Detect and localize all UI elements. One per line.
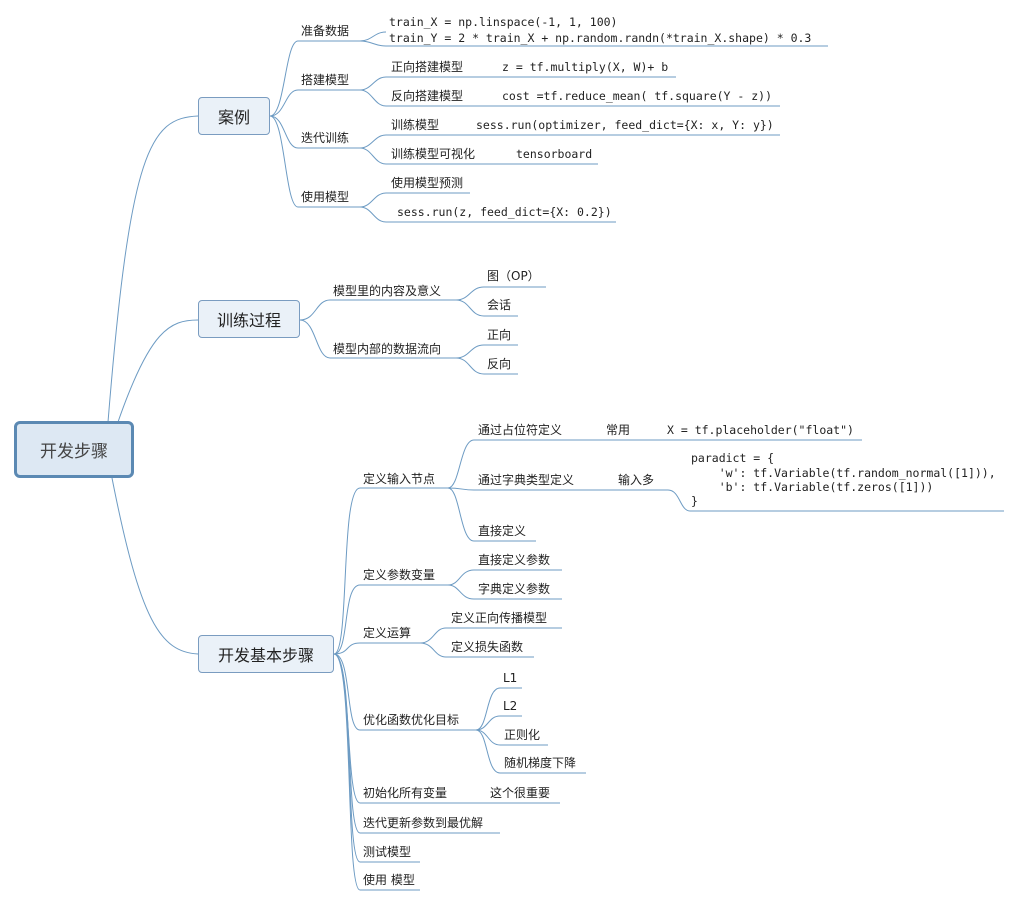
node-loss-function[interactable]: 定义损失函数 xyxy=(451,640,524,654)
node-params-dict[interactable]: 字典定义参数 xyxy=(478,582,551,596)
note-common: 常用 xyxy=(606,423,631,437)
node-params-direct[interactable]: 直接定义参数 xyxy=(478,553,551,567)
node-l1[interactable]: L1 xyxy=(503,671,518,685)
note-important: 这个很重要 xyxy=(490,786,551,800)
node-build-model[interactable]: 搭建模型 xyxy=(301,73,350,87)
node-graph-op[interactable]: 图（OP） xyxy=(487,269,540,283)
node-direct-define[interactable]: 直接定义 xyxy=(478,524,527,538)
node-define-params[interactable]: 定义参数变量 xyxy=(363,568,436,582)
code-train-y: train_Y = 2 * train_X + np.random.randn(… xyxy=(389,31,812,45)
node-case[interactable]: 案例 xyxy=(198,97,270,135)
code-forward: z = tf.multiply(X, W)+ b xyxy=(502,60,669,74)
node-init-vars[interactable]: 初始化所有变量 xyxy=(363,786,448,800)
node-iterate-train[interactable]: 迭代训练 xyxy=(301,131,350,145)
code-train: sess.run(optimizer, feed_dict={X: x, Y: … xyxy=(476,118,774,132)
node-define-input[interactable]: 定义输入节点 xyxy=(363,472,436,486)
node-define-ops[interactable]: 定义运算 xyxy=(363,626,412,640)
node-use-model[interactable]: 使用模型 xyxy=(301,190,350,204)
node-model-content[interactable]: 模型里的内容及意义 xyxy=(333,284,442,298)
node-train-model[interactable]: 训练模型 xyxy=(391,118,440,132)
node-backward-build[interactable]: 反向搭建模型 xyxy=(391,89,464,103)
link-root-case xyxy=(107,115,199,423)
code-paradict-2: 'w': tf.Variable(tf.random_normal([1])), xyxy=(691,466,996,480)
node-flow-forward[interactable]: 正向 xyxy=(487,328,512,342)
node-train-visual[interactable]: 训练模型可视化 xyxy=(391,147,476,161)
code-paradict-1: paradict = { xyxy=(691,451,775,465)
node-session[interactable]: 会话 xyxy=(487,298,512,312)
code-paradict-3: 'b': tf.Variable(tf.zeros([1])) xyxy=(691,480,934,494)
node-training-process[interactable]: 训练过程 xyxy=(198,300,300,338)
node-forward-propagation[interactable]: 定义正向传播模型 xyxy=(451,611,548,625)
node-dev-steps[interactable]: 开发基本步骤 xyxy=(198,635,334,673)
code-paradict-4: } xyxy=(691,494,698,508)
code-sess-run: sess.run(z, feed_dict={X: 0.2}) xyxy=(397,205,612,219)
node-optimize[interactable]: 优化函数优化目标 xyxy=(363,713,460,727)
node-prepare-data[interactable]: 准备数据 xyxy=(301,24,350,38)
node-use-predict[interactable]: 使用模型预测 xyxy=(391,176,464,190)
node-flow-backward[interactable]: 反向 xyxy=(487,357,512,371)
code-train-x: train_X = np.linspace(-1, 1, 100) xyxy=(389,15,618,29)
note-many-inputs: 输入多 xyxy=(618,473,655,487)
node-l2[interactable]: L2 xyxy=(503,699,518,713)
link-root-train xyxy=(117,319,199,423)
node-dict-define[interactable]: 通过字典类型定义 xyxy=(478,473,575,487)
code-placeholder: X = tf.placeholder("float") xyxy=(667,423,854,437)
node-data-flow[interactable]: 模型内部的数据流向 xyxy=(333,342,442,356)
node-placeholder-define[interactable]: 通过占位符定义 xyxy=(478,423,563,437)
node-sgd[interactable]: 随机梯度下降 xyxy=(504,756,577,770)
link-root-steps xyxy=(111,477,199,655)
code-backward: cost =tf.reduce_mean( tf.square(Y - z)) xyxy=(502,89,773,103)
root-node[interactable]: 开发步骤 xyxy=(14,421,134,478)
node-regularization[interactable]: 正则化 xyxy=(504,728,541,742)
code-tensorboard: tensorboard xyxy=(516,147,593,161)
node-use-model-final[interactable]: 使用 模型 xyxy=(363,873,415,887)
node-test-model[interactable]: 测试模型 xyxy=(363,845,412,859)
node-forward-build[interactable]: 正向搭建模型 xyxy=(391,60,464,74)
node-iterate-update[interactable]: 迭代更新参数到最优解 xyxy=(363,816,484,830)
